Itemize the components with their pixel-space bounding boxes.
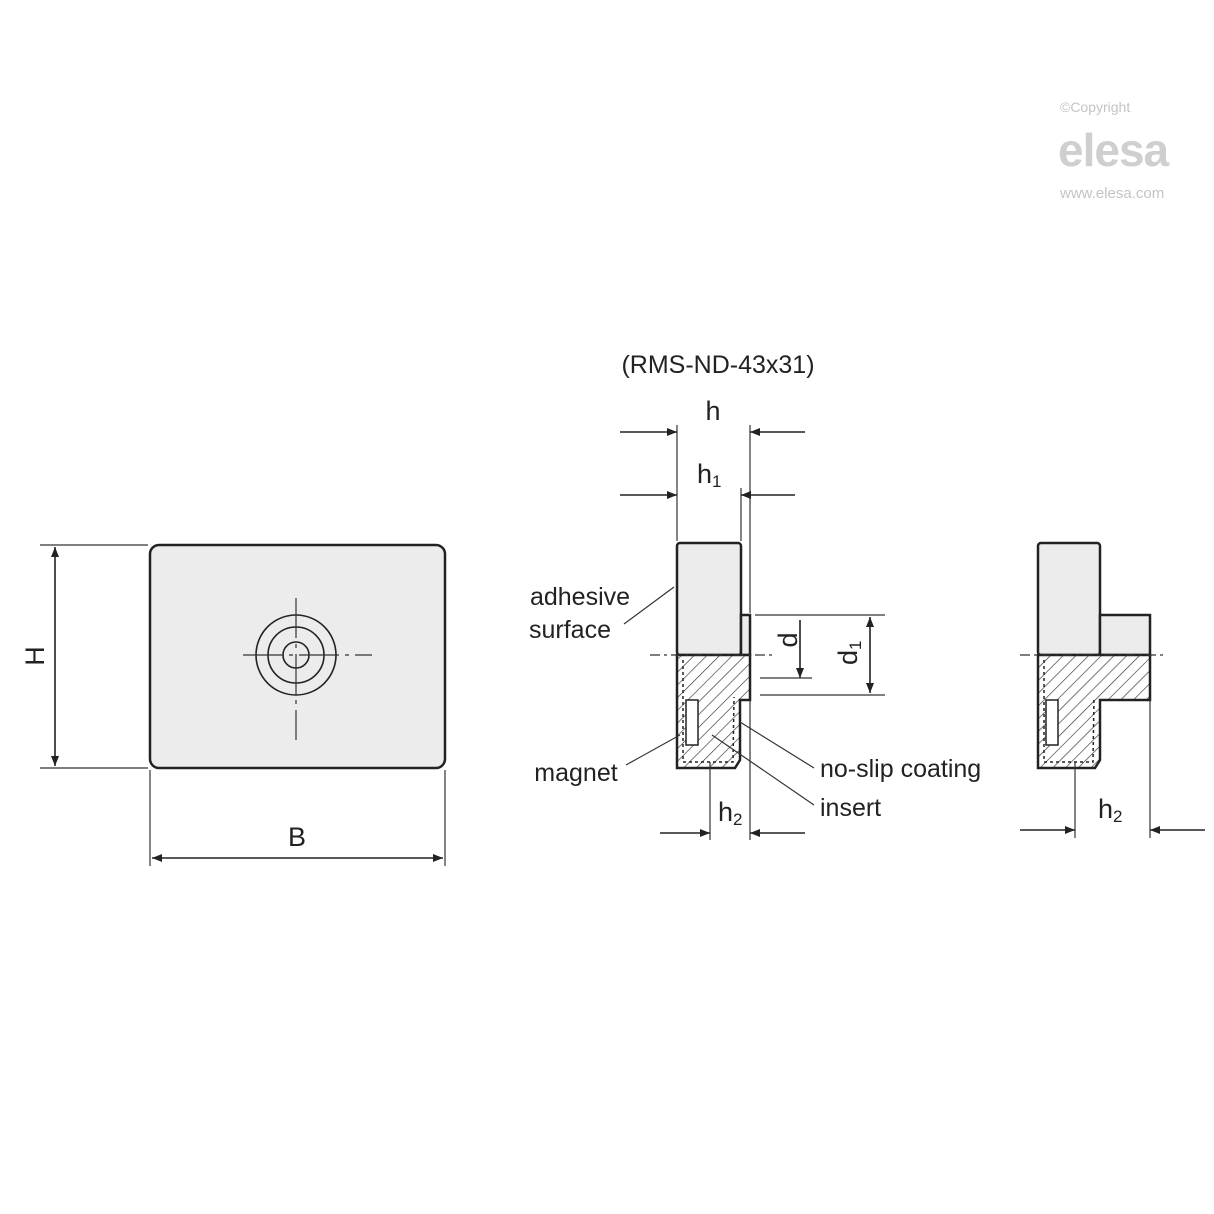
- front-view: H B: [20, 543, 447, 866]
- watermark-logo: elesa: [1058, 124, 1170, 176]
- label-B: B: [288, 822, 306, 852]
- variant-section-view: h2: [1020, 541, 1205, 838]
- label-h2: h2: [718, 797, 743, 829]
- label-h1: h1: [697, 459, 722, 491]
- label-H: H: [20, 646, 50, 666]
- magnet-plate-front: [148, 543, 447, 770]
- label-h: h: [705, 396, 720, 426]
- label-h2-variant: h2: [1098, 794, 1123, 826]
- label-d1: d1: [833, 641, 865, 666]
- elesa-watermark: ©Copyright elesa www.elesa.com: [1058, 99, 1171, 202]
- watermark-url: www.elesa.com: [1059, 185, 1164, 202]
- model-title: (RMS-ND-43x31): [621, 351, 814, 379]
- section-view: (RMS-ND-43x31) h h1 d d1 h2 adhesive: [529, 351, 981, 840]
- label-adhesive: adhesive: [530, 583, 630, 611]
- label-surface: surface: [529, 616, 611, 644]
- label-d: d: [773, 632, 803, 647]
- label-magnet: magnet: [534, 759, 617, 787]
- label-insert: insert: [820, 794, 881, 822]
- watermark-copyright: ©Copyright: [1060, 99, 1130, 115]
- label-no-slip-coating: no-slip coating: [820, 755, 981, 783]
